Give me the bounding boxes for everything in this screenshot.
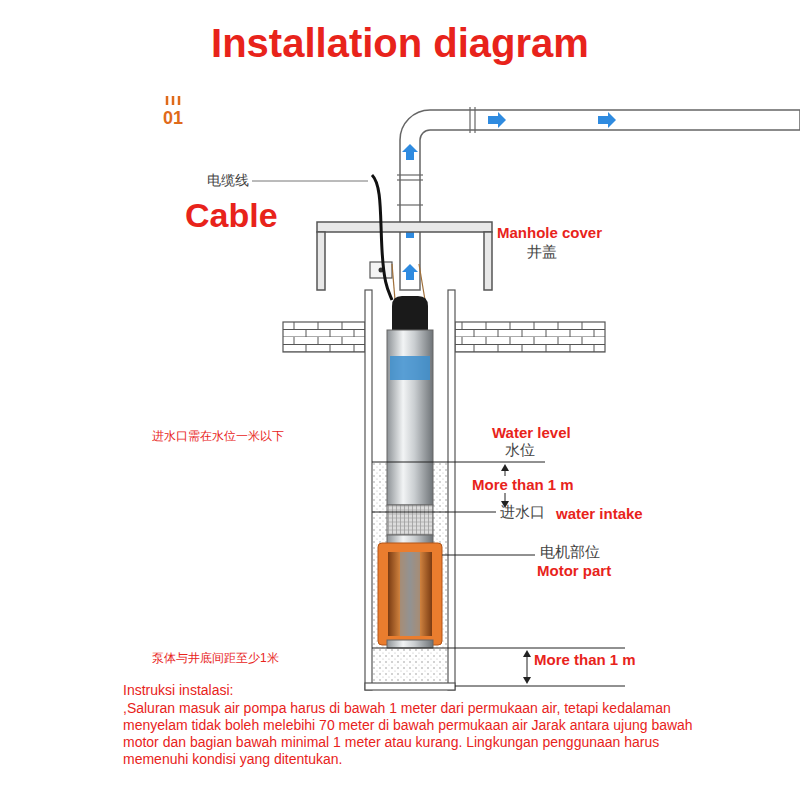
dimension: More than 1 m [532,651,638,668]
logo-number: 01 [163,108,183,129]
part-label: 进水口 [500,503,545,520]
instruction-heading: Instruksi instalasi: [123,682,233,698]
diagram-title: Installation diagram [0,20,800,66]
part-label: 电机部位 [540,543,600,560]
part-label: 井盖 [527,243,557,260]
dimension: More than 1 m [470,476,576,493]
part-label: Motor part [537,562,611,579]
part-label: Water level [492,424,571,441]
part-label: 电缆线 [207,172,249,188]
note: 进水口需在水位一米以下 [152,430,284,444]
part-label: Manhole cover [497,224,602,241]
part-label: 水位 [505,441,535,458]
instruction-text: ,Saluran masuk air pompa harus di bawah … [123,700,693,768]
part-label: water intake [556,505,643,522]
note: 泵体与井底间距至少1米 [152,652,279,666]
part-label: Cable [185,196,278,235]
